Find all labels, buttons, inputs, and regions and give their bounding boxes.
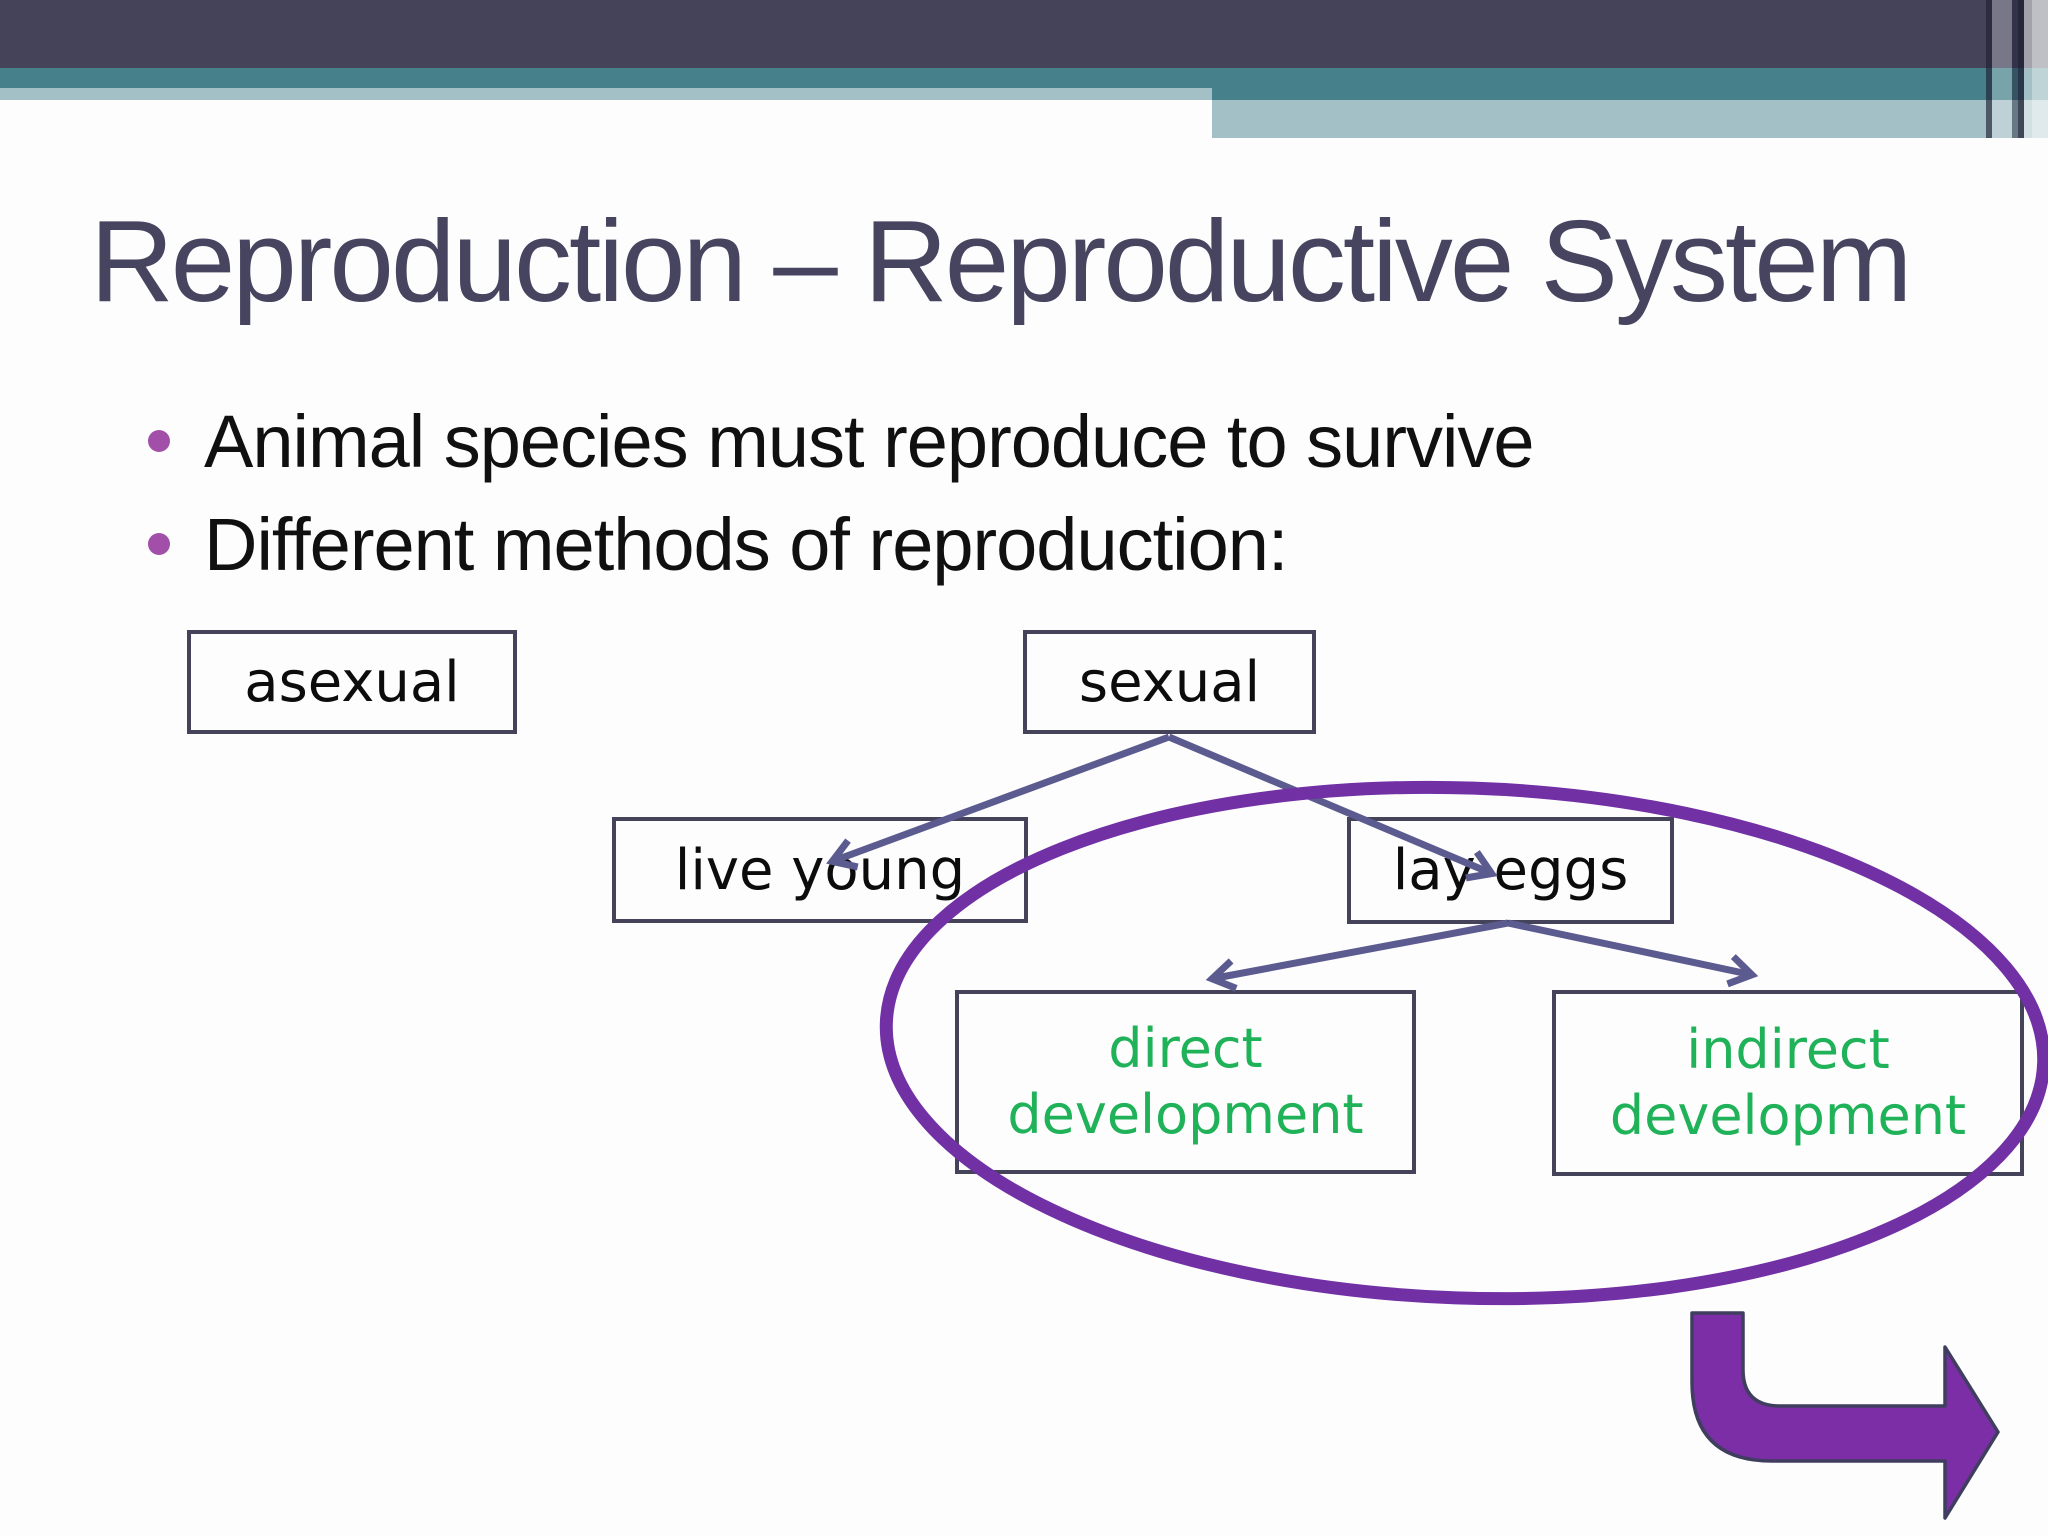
node-lay-eggs: lay eggs: [1347, 817, 1674, 924]
node-sexual: sexual: [1023, 630, 1316, 734]
bullet-text: Different methods of reproduction:: [204, 502, 1288, 586]
node-live-young: live young: [612, 817, 1028, 923]
bullet-text: Animal species must reproduce to survive: [204, 400, 1535, 483]
bullet-dot-icon: [148, 532, 170, 555]
connector-lay-eggs-indirect: [1507, 919, 1759, 988]
bullet-item: Different methods of reproduction:: [148, 499, 1908, 592]
bent-right-arrow-icon: [1690, 1311, 2000, 1520]
node-label: live young: [674, 837, 966, 903]
node-label: sexual: [1078, 649, 1261, 715]
header-band-light-left: [0, 88, 1212, 100]
header-vertical-stripe: [2012, 0, 2018, 138]
connector-lay-eggs-direct: [1205, 919, 1509, 992]
node-label: direct development: [1007, 1017, 1364, 1146]
header-band-light-right: [1212, 100, 2048, 138]
header-band-dark: [0, 0, 2048, 68]
header-vertical-stripe: [2024, 0, 2032, 138]
node-label: asexual: [244, 649, 460, 715]
node-indirect-development: indirect development: [1552, 990, 2024, 1176]
header-band-teal: [0, 68, 2048, 88]
node-asexual: asexual: [187, 630, 517, 734]
bullet-list: Animal species must reproduce to survive…: [148, 396, 1908, 601]
bullet-item: Animal species must reproduce to survive: [148, 396, 1908, 489]
node-label: indirect development: [1609, 1018, 1967, 1147]
node-label: lay eggs: [1392, 838, 1629, 903]
bullet-dot-icon: [148, 430, 170, 452]
slide-title: Reproduction – Reproductive System: [90, 196, 1912, 326]
header-vertical-stripe: [2018, 0, 2024, 138]
node-direct-development: direct development: [955, 990, 1416, 1174]
header-vertical-stripe: [1992, 0, 2012, 138]
header-vertical-stripe: [1986, 0, 1992, 138]
header-band-teal-right: [1212, 88, 2048, 100]
header-vertical-stripe: [2032, 0, 2048, 138]
